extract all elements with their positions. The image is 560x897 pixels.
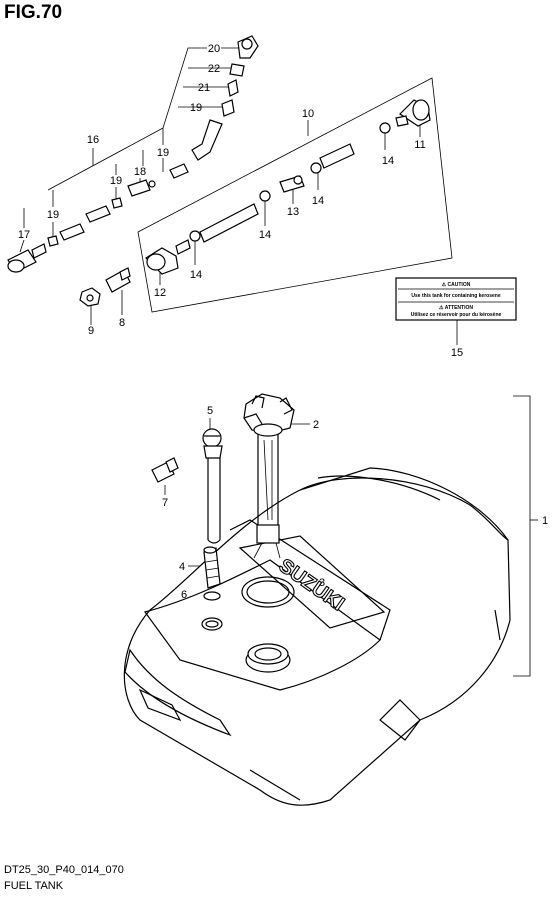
callout-21: 21	[198, 82, 210, 94]
callout-4: 4	[179, 561, 185, 573]
callout-14-a: 14	[382, 155, 394, 167]
footer-caption: FUEL TANK	[4, 880, 64, 892]
callout-19-upper: 19	[157, 147, 169, 159]
callout-7: 7	[162, 497, 168, 509]
callout-19-top: 19	[190, 102, 202, 114]
fitting-8-and-nut-9	[79, 267, 131, 307]
fuel-tank: SUZUKI	[123, 467, 511, 806]
callout-18: 18	[134, 166, 146, 178]
left-hose-group	[7, 163, 189, 273]
hose-assembly-outline	[137, 77, 453, 313]
callout-16: 16	[87, 134, 99, 146]
callout-19-mid: 19	[110, 175, 122, 187]
callout-9: 9	[88, 325, 94, 337]
washer-6	[203, 591, 221, 601]
vent-screw-and-pipe	[202, 428, 223, 544]
callout-17: 17	[18, 229, 30, 241]
callout-2: 2	[313, 419, 319, 431]
callout-10: 10	[302, 108, 314, 120]
callout-11: 11	[414, 139, 425, 151]
callout-1: 1	[542, 515, 548, 527]
callout-22: 22	[208, 63, 220, 75]
box-hose-parts	[145, 99, 431, 275]
connector-4	[203, 546, 221, 589]
callout-12: 12	[154, 287, 166, 299]
callout-8: 8	[119, 317, 125, 329]
callout-19-low: 19	[47, 209, 59, 221]
callout-20: 20	[208, 43, 220, 55]
callout-15: 15	[451, 347, 463, 359]
caution-label-card: ⚠ CAUTION Use this tank for containing k…	[395, 277, 517, 321]
callout-3: 3	[319, 577, 325, 589]
callout-labels: 20 22 21 19 10 16 19 18 19 11 14 14 13 1…	[18, 43, 548, 601]
primer-connector-group	[191, 35, 259, 161]
callout-13: 13	[287, 206, 299, 218]
figure-title: FIG.70	[4, 2, 63, 23]
fitting-7	[151, 457, 179, 483]
callout-14-c: 14	[259, 229, 271, 241]
callout-6: 6	[181, 589, 187, 601]
callout-14-d: 14	[190, 269, 202, 281]
callout-5: 5	[207, 405, 213, 417]
leader-lines	[19, 47, 538, 677]
label-line-4: Utilisez ce réservoir pour du kérosène	[411, 312, 502, 318]
footer-code: DT25_30_P40_014_070	[4, 864, 124, 876]
label-line-2: Use this tank for containing kerosene	[411, 293, 500, 299]
fuel-gauge	[243, 393, 295, 559]
label-line-1: ⚠ CAUTION	[442, 282, 471, 288]
callout-14-b: 14	[312, 195, 324, 207]
label-line-3: ⚠ ATTENTION	[439, 305, 473, 311]
